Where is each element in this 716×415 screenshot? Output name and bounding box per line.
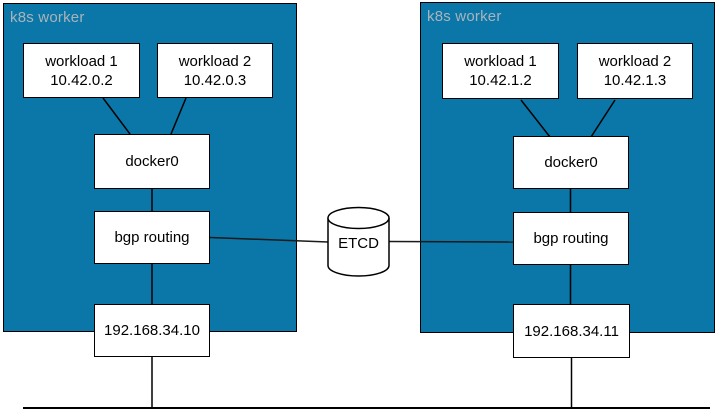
workload-ip: 10.42.1.3: [603, 72, 667, 89]
workload-box: workload 2 10.42.0.3: [157, 43, 273, 98]
etcd-label: ETCD: [338, 235, 379, 252]
connector-line-workload1-docker0: [520, 99, 551, 138]
bgp-routing-box: bgp routing: [513, 212, 629, 265]
host-ip-label: 192.168.34.11: [524, 322, 619, 340]
workload-box: workload 2 10.42.1.3: [577, 43, 693, 99]
bgp-routing-box: bgp routing: [94, 211, 210, 264]
connector-line-workload1-docker0: [102, 97, 131, 135]
routing-label: bgp routing: [114, 229, 190, 246]
connector-line-workload2-docker0: [590, 99, 616, 138]
host-ip-box: 192.168.34.11: [513, 304, 630, 358]
workload-box: workload 1 10.42.0.2: [23, 43, 140, 98]
docker0-bridge-box: docker0: [513, 136, 629, 189]
connector-line-workload2-docker0: [170, 97, 187, 135]
workload-ip: 10.42.0.2: [50, 71, 113, 89]
workload-ip: 10.42.0.3: [183, 71, 247, 89]
workload-box: workload 1 10.42.1.2: [442, 43, 559, 99]
connector-line-bgp-etcd-right: [388, 240, 514, 243]
workload-name: workload 2: [178, 52, 252, 70]
worker-label: k8s worker: [10, 9, 85, 26]
workload-name: workload 1: [45, 52, 118, 70]
docker0-bridge-box: docker0: [94, 134, 210, 189]
host-ip-box: 192.168.34.10: [94, 304, 210, 357]
workload-name: workload 1: [464, 53, 537, 70]
bridge-label: docker0: [125, 153, 179, 170]
connector-line-bgp-etcd-left: [209, 236, 329, 243]
host-ip-label: 192.168.34.10: [104, 322, 200, 339]
workload-name: workload 2: [598, 53, 672, 70]
bridge-label: docker0: [544, 154, 598, 171]
workload-ip: 10.42.1.2: [469, 72, 532, 89]
worker-label: k8s worker: [427, 8, 502, 25]
routing-label: bgp routing: [533, 230, 609, 247]
etcd-cylinder: [327, 206, 390, 277]
